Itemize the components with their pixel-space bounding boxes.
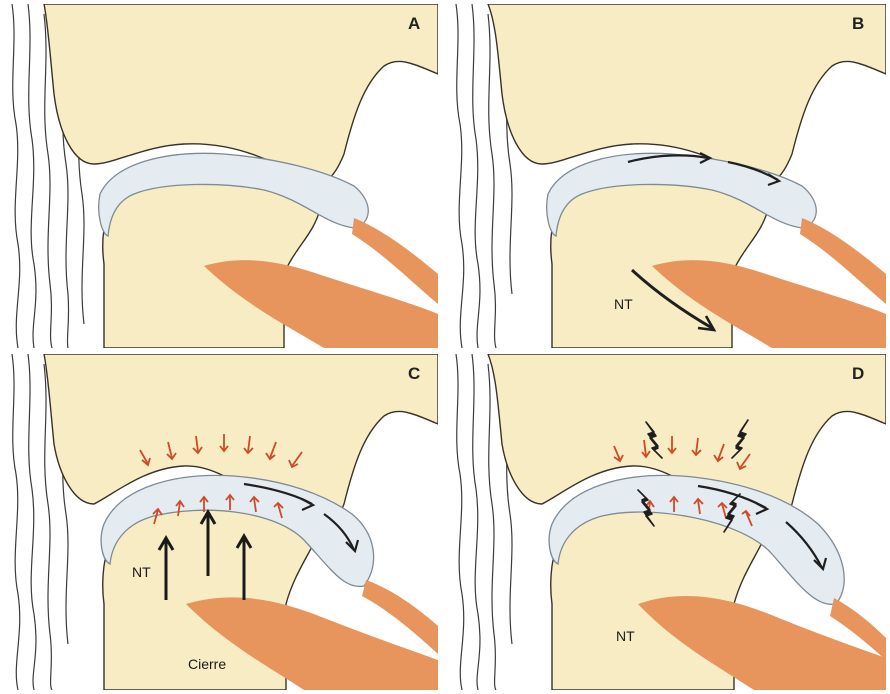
panel-a-drawing	[4, 4, 438, 348]
panel-letter: D	[852, 364, 864, 384]
panel-b: B NT	[448, 4, 886, 348]
panel-letter: C	[408, 364, 420, 384]
panel-c: C NT Cierre	[4, 354, 438, 690]
panel-d: D NT	[448, 354, 886, 690]
nt-label: NT	[616, 628, 635, 644]
panel-c-drawing	[4, 354, 438, 690]
panel-letter: A	[408, 14, 420, 34]
nt-label: NT	[614, 296, 633, 312]
nt-label: NT	[132, 564, 151, 580]
panel-d-drawing	[448, 354, 886, 690]
panel-letter: B	[852, 14, 864, 34]
cierre-label: Cierre	[188, 656, 226, 672]
panel-b-drawing	[448, 4, 886, 348]
panel-a: A	[4, 4, 438, 348]
